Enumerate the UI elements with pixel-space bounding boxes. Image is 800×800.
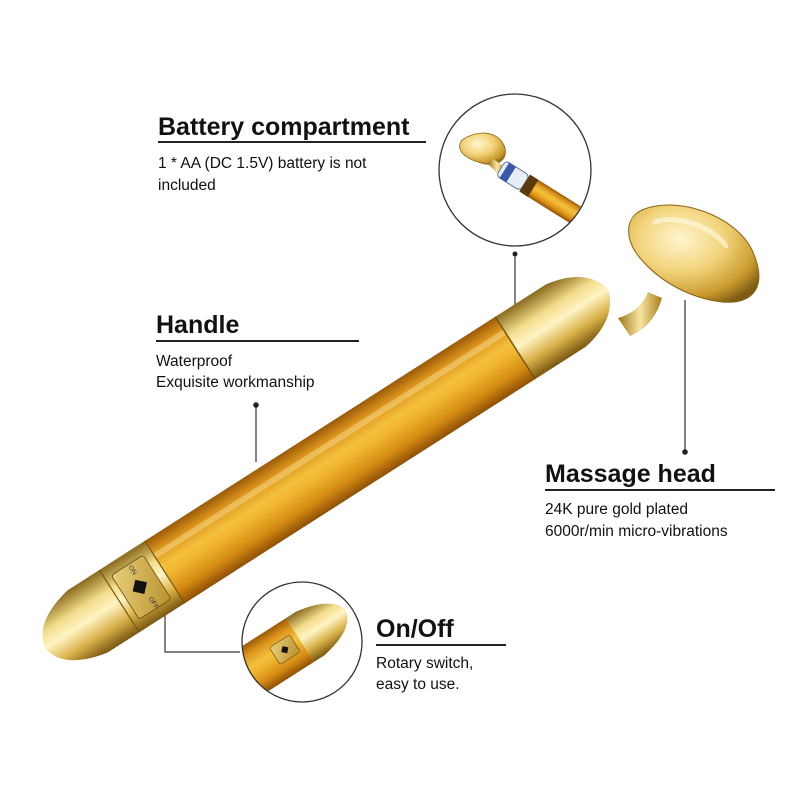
handle-body (143, 315, 537, 605)
on-off-rule (376, 644, 506, 646)
handle-line-2: Exquisite workmanship (156, 374, 315, 391)
massage-head-line-2: 6000r/min micro-vibrations (545, 523, 728, 540)
switch-detail-inset (241, 581, 363, 703)
on-off-line-1: Rotary switch, (376, 655, 474, 672)
battery-compartment-rule (158, 141, 426, 143)
switch-diamond (132, 579, 147, 594)
on-off-title: On/Off (376, 615, 454, 643)
bottom-cap (42, 569, 140, 661)
handle-title: Handle (156, 311, 240, 339)
battery-compartment-line-1: 1 * AA (DC 1.5V) battery is not (158, 155, 367, 172)
handle-rule (156, 340, 359, 342)
massage-head-title: Massage head (545, 460, 716, 488)
on-off-line-2: easy to use. (376, 676, 460, 693)
switch-label-on: ON (127, 564, 138, 576)
massage-head (628, 204, 760, 303)
battery-compartment-line-2: included (158, 177, 216, 194)
battery-compartment-title: Battery compartment (158, 113, 410, 141)
device-neck (618, 292, 662, 336)
leader-line-on-off (164, 598, 240, 653)
beauty-bar-device: ON OFF (42, 204, 760, 661)
handle-line-1: Waterproof (156, 353, 233, 370)
massage-head-rule (545, 489, 775, 491)
switch-plate (111, 555, 171, 619)
battery-detail-inset (438, 93, 592, 247)
top-cap (495, 277, 611, 380)
massage-head-line-1: 24K pure gold plated (545, 501, 689, 518)
